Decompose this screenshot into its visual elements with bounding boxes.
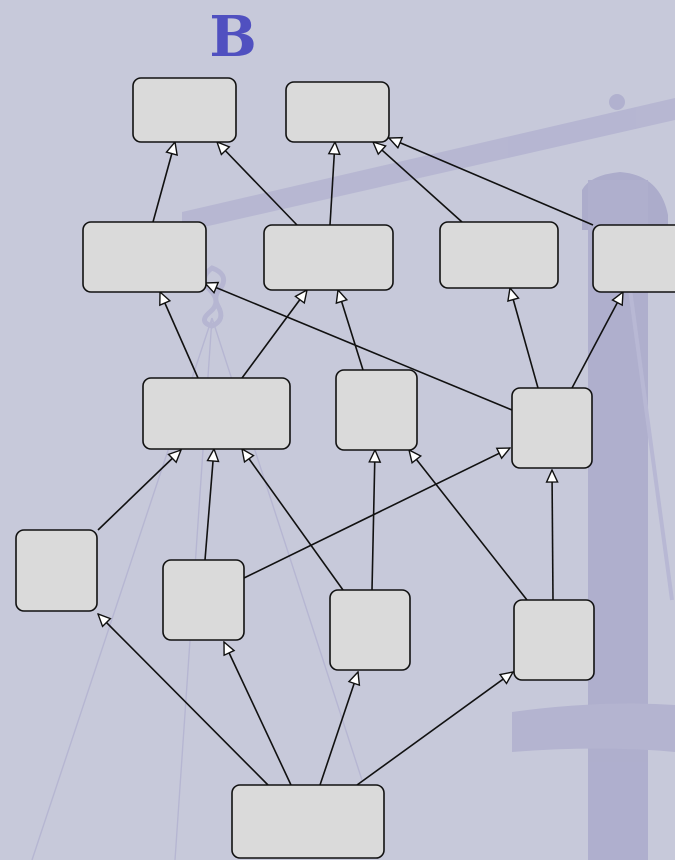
edge [243, 448, 510, 579]
edge [571, 292, 623, 389]
node-level2-d [592, 224, 675, 293]
diagram-title: B [209, 4, 256, 70]
edge [98, 614, 269, 786]
edge [217, 142, 298, 226]
node-level2-b [263, 224, 394, 291]
balance-scale-watermark [31, 94, 675, 860]
edge [552, 470, 553, 601]
edge [97, 450, 181, 531]
node-level2-c [439, 221, 559, 289]
nodes [15, 77, 675, 859]
edge [160, 292, 199, 379]
node-level3-c [511, 387, 593, 469]
node-top-right [285, 81, 390, 143]
edge [223, 642, 292, 786]
node-level4-b [162, 559, 245, 641]
node-level3-b [335, 369, 418, 451]
edge [330, 142, 335, 226]
node-top-left [132, 77, 237, 143]
edge [338, 290, 364, 371]
node-level4-a [15, 529, 98, 612]
node-level2-a [82, 221, 207, 293]
edge [409, 450, 528, 601]
edge [242, 449, 344, 591]
node-level4-c [329, 589, 411, 671]
edge [205, 283, 513, 411]
node-bottom [231, 784, 385, 859]
node-level3-a [142, 377, 291, 450]
edge [152, 142, 175, 223]
edge [373, 142, 463, 223]
edge [389, 138, 594, 226]
node-level4-d [513, 599, 595, 681]
edge [510, 288, 539, 389]
edge [356, 672, 513, 786]
edge [204, 449, 214, 561]
edge [319, 672, 358, 786]
edge [241, 290, 307, 379]
edge [372, 450, 375, 591]
edges [97, 138, 623, 786]
